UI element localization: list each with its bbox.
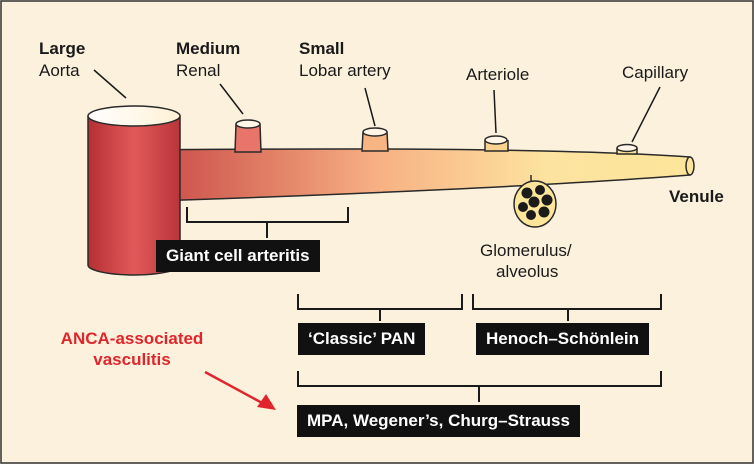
label-vasculitis: vasculitis — [52, 349, 212, 370]
bracket-henoch — [473, 294, 661, 321]
bracket-anca — [298, 371, 661, 402]
box-giant-cell-arteritis: Giant cell arteritis — [156, 240, 320, 272]
label-alveolus: alveolus — [496, 261, 558, 282]
label-arteriole: Arteriole — [466, 64, 529, 85]
label-small: Small — [299, 38, 344, 59]
label-renal: Renal — [176, 60, 220, 81]
aorta-opening — [88, 106, 180, 126]
anca-arrow — [205, 372, 276, 410]
label-glomerulus: Glomerulus/ — [480, 240, 572, 261]
bracket-classic-pan — [298, 294, 462, 321]
brackets — [187, 207, 661, 402]
label-capillary: Capillary — [622, 62, 688, 83]
vessel-tube — [120, 149, 690, 202]
bracket-giant-cell — [187, 207, 348, 238]
label-large: Large — [39, 38, 85, 59]
label-lobar-artery: Lobar artery — [299, 60, 391, 81]
venule-end — [686, 157, 694, 175]
box-classic-pan: ‘Classic’ PAN — [298, 323, 425, 355]
label-anca-associated: ANCA-associated — [52, 328, 212, 349]
box-anca-vasculitides: MPA, Wegener’s, Churg–Strauss — [297, 405, 580, 437]
label-aorta: Aorta — [39, 60, 80, 81]
label-venule: Venule — [669, 186, 724, 207]
box-henoch-schonlein: Henoch–Schönlein — [476, 323, 649, 355]
label-medium: Medium — [176, 38, 240, 59]
